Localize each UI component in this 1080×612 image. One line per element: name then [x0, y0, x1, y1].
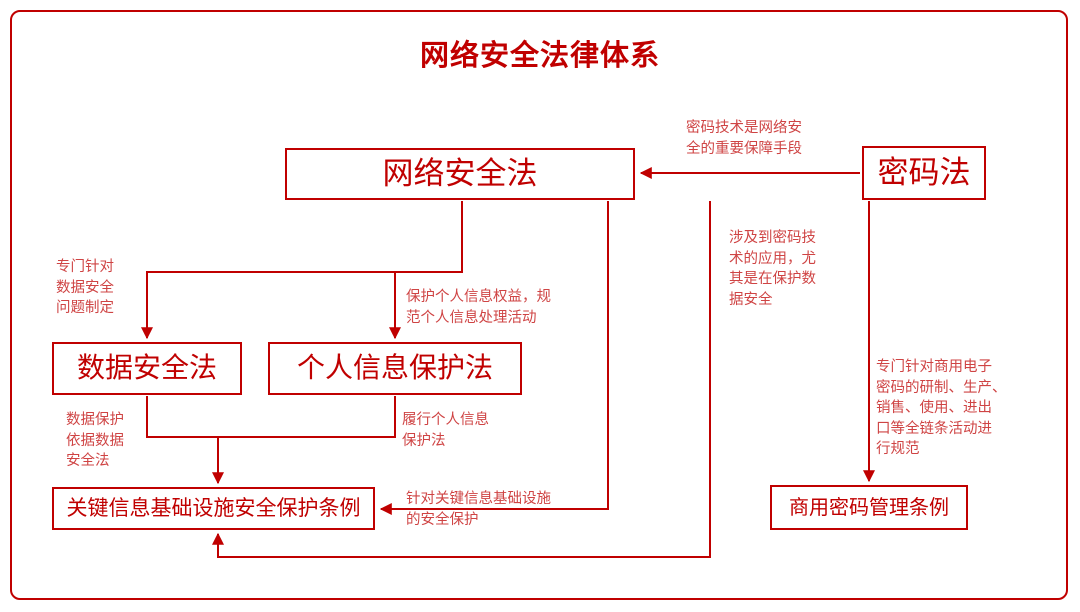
edge-label-cyber-to-data: 专门针对 数据安全 问题制定 [56, 259, 114, 317]
node-label: 个人信息保护法 [296, 352, 493, 384]
node-cii-security-protection-regulation[interactable]: 关键信息基础设施安全保护条例 [52, 487, 375, 530]
edge-label-cyber-to-pipl: 保护个人信息权益，规 范个人信息处理活动 [406, 289, 551, 326]
edge-label-pipl-to-cii: 履行个人信息 保护法 [402, 412, 489, 449]
page-title: 网络安全法律体系 [419, 40, 660, 72]
node-commercial-cryptography-regulation[interactable]: 商用密码管理条例 [770, 485, 968, 530]
edge-label-crypto-to-commercial: 专门针对商用电子 密码的研制、生产、 销售、使用、进出 口等全链条活动进 行规范 [876, 359, 1007, 458]
node-cybersecurity-law[interactable]: 网络安全法 [285, 148, 635, 200]
node-personal-information-protection-law[interactable]: 个人信息保护法 [268, 342, 522, 395]
diagram-outer-frame [10, 10, 1068, 600]
edge-label-cyber-to-cii: 针对关键信息基础设施 的安全保护 [406, 491, 551, 528]
node-data-security-law[interactable]: 数据安全法 [52, 342, 242, 395]
edge-label-data-to-cii: 数据保护 依据数据 安全法 [66, 412, 124, 470]
edge-label-crypto-to-cyber: 密码技术是网络安 全的重要保障手段 [686, 120, 802, 157]
node-label: 商用密码管理条例 [789, 496, 949, 519]
edge-label-crypto-to-data: 涉及到密码技 术的应用，尤 其是在保护数 据安全 [729, 230, 816, 308]
node-label: 密码法 [877, 154, 971, 190]
node-cryptography-law[interactable]: 密码法 [862, 146, 986, 200]
node-label: 关键信息基础设施安全保护条例 [66, 496, 361, 520]
node-label: 网络安全法 [382, 155, 538, 191]
node-label: 数据安全法 [76, 352, 217, 384]
